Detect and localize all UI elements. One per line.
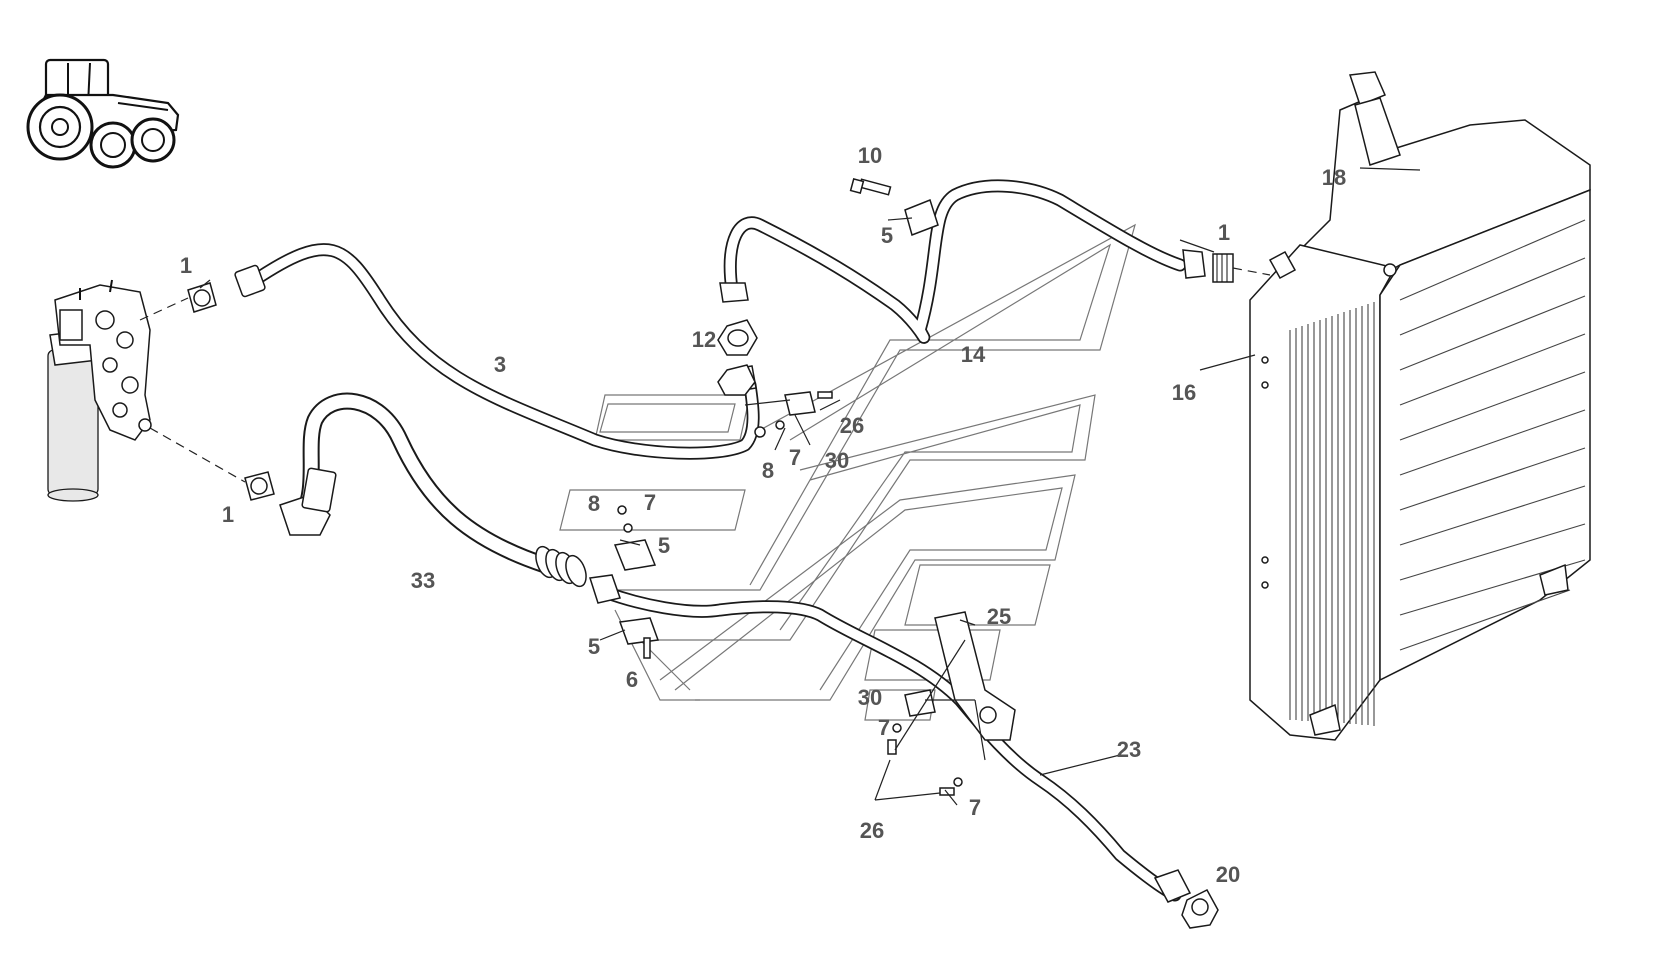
hose-33 [279,392,587,588]
hose-14 [719,179,1206,344]
pipe-23 [589,574,1192,903]
callout-3: 3 [494,352,506,377]
callout-14: 14 [961,342,986,367]
callout-8-middle: 8 [588,491,600,516]
callout-30-upper: 30 [825,448,849,473]
callout-5-top: 5 [881,223,893,248]
callout-18: 18 [1322,165,1346,190]
callout-30-lower: 30 [858,685,882,710]
radiator [1249,71,1591,741]
fittings [187,177,1234,929]
corrugated-end [535,545,587,588]
callout-26-lower: 26 [860,818,884,843]
tractor-icon [26,58,180,169]
callout-7-lower-right: 7 [969,795,981,820]
callout-7-upper: 7 [789,445,801,470]
callout-25: 25 [987,604,1011,629]
callout-1-top-left: 1 [180,253,192,278]
callout-5-middle: 5 [658,533,670,558]
callout-6: 6 [626,667,638,692]
callout-26-upper: 26 [840,413,864,438]
callout-16: 16 [1172,380,1196,405]
callout-23: 23 [1117,737,1141,762]
radiator-core-fins [1289,302,1375,726]
pump-filter-assembly [47,279,152,502]
callout-labels: 1 1 1 3 33 10 5 12 14 18 16 26 7 30 8 8 … [180,143,1346,887]
callout-20: 20 [1216,862,1240,887]
callout-33: 33 [411,568,435,593]
radiator-side-slots [1399,219,1586,651]
callout-7-lower-left: 7 [878,715,890,740]
callout-1-right: 1 [1218,220,1230,245]
callout-10: 10 [858,143,882,168]
callout-1-bottom-left: 1 [222,502,234,527]
callout-8-upper: 8 [762,458,774,483]
callout-7-middle: 7 [644,490,656,515]
callout-12: 12 [692,327,716,352]
leader-lines [139,167,1421,806]
callout-5-lower: 5 [588,634,600,659]
